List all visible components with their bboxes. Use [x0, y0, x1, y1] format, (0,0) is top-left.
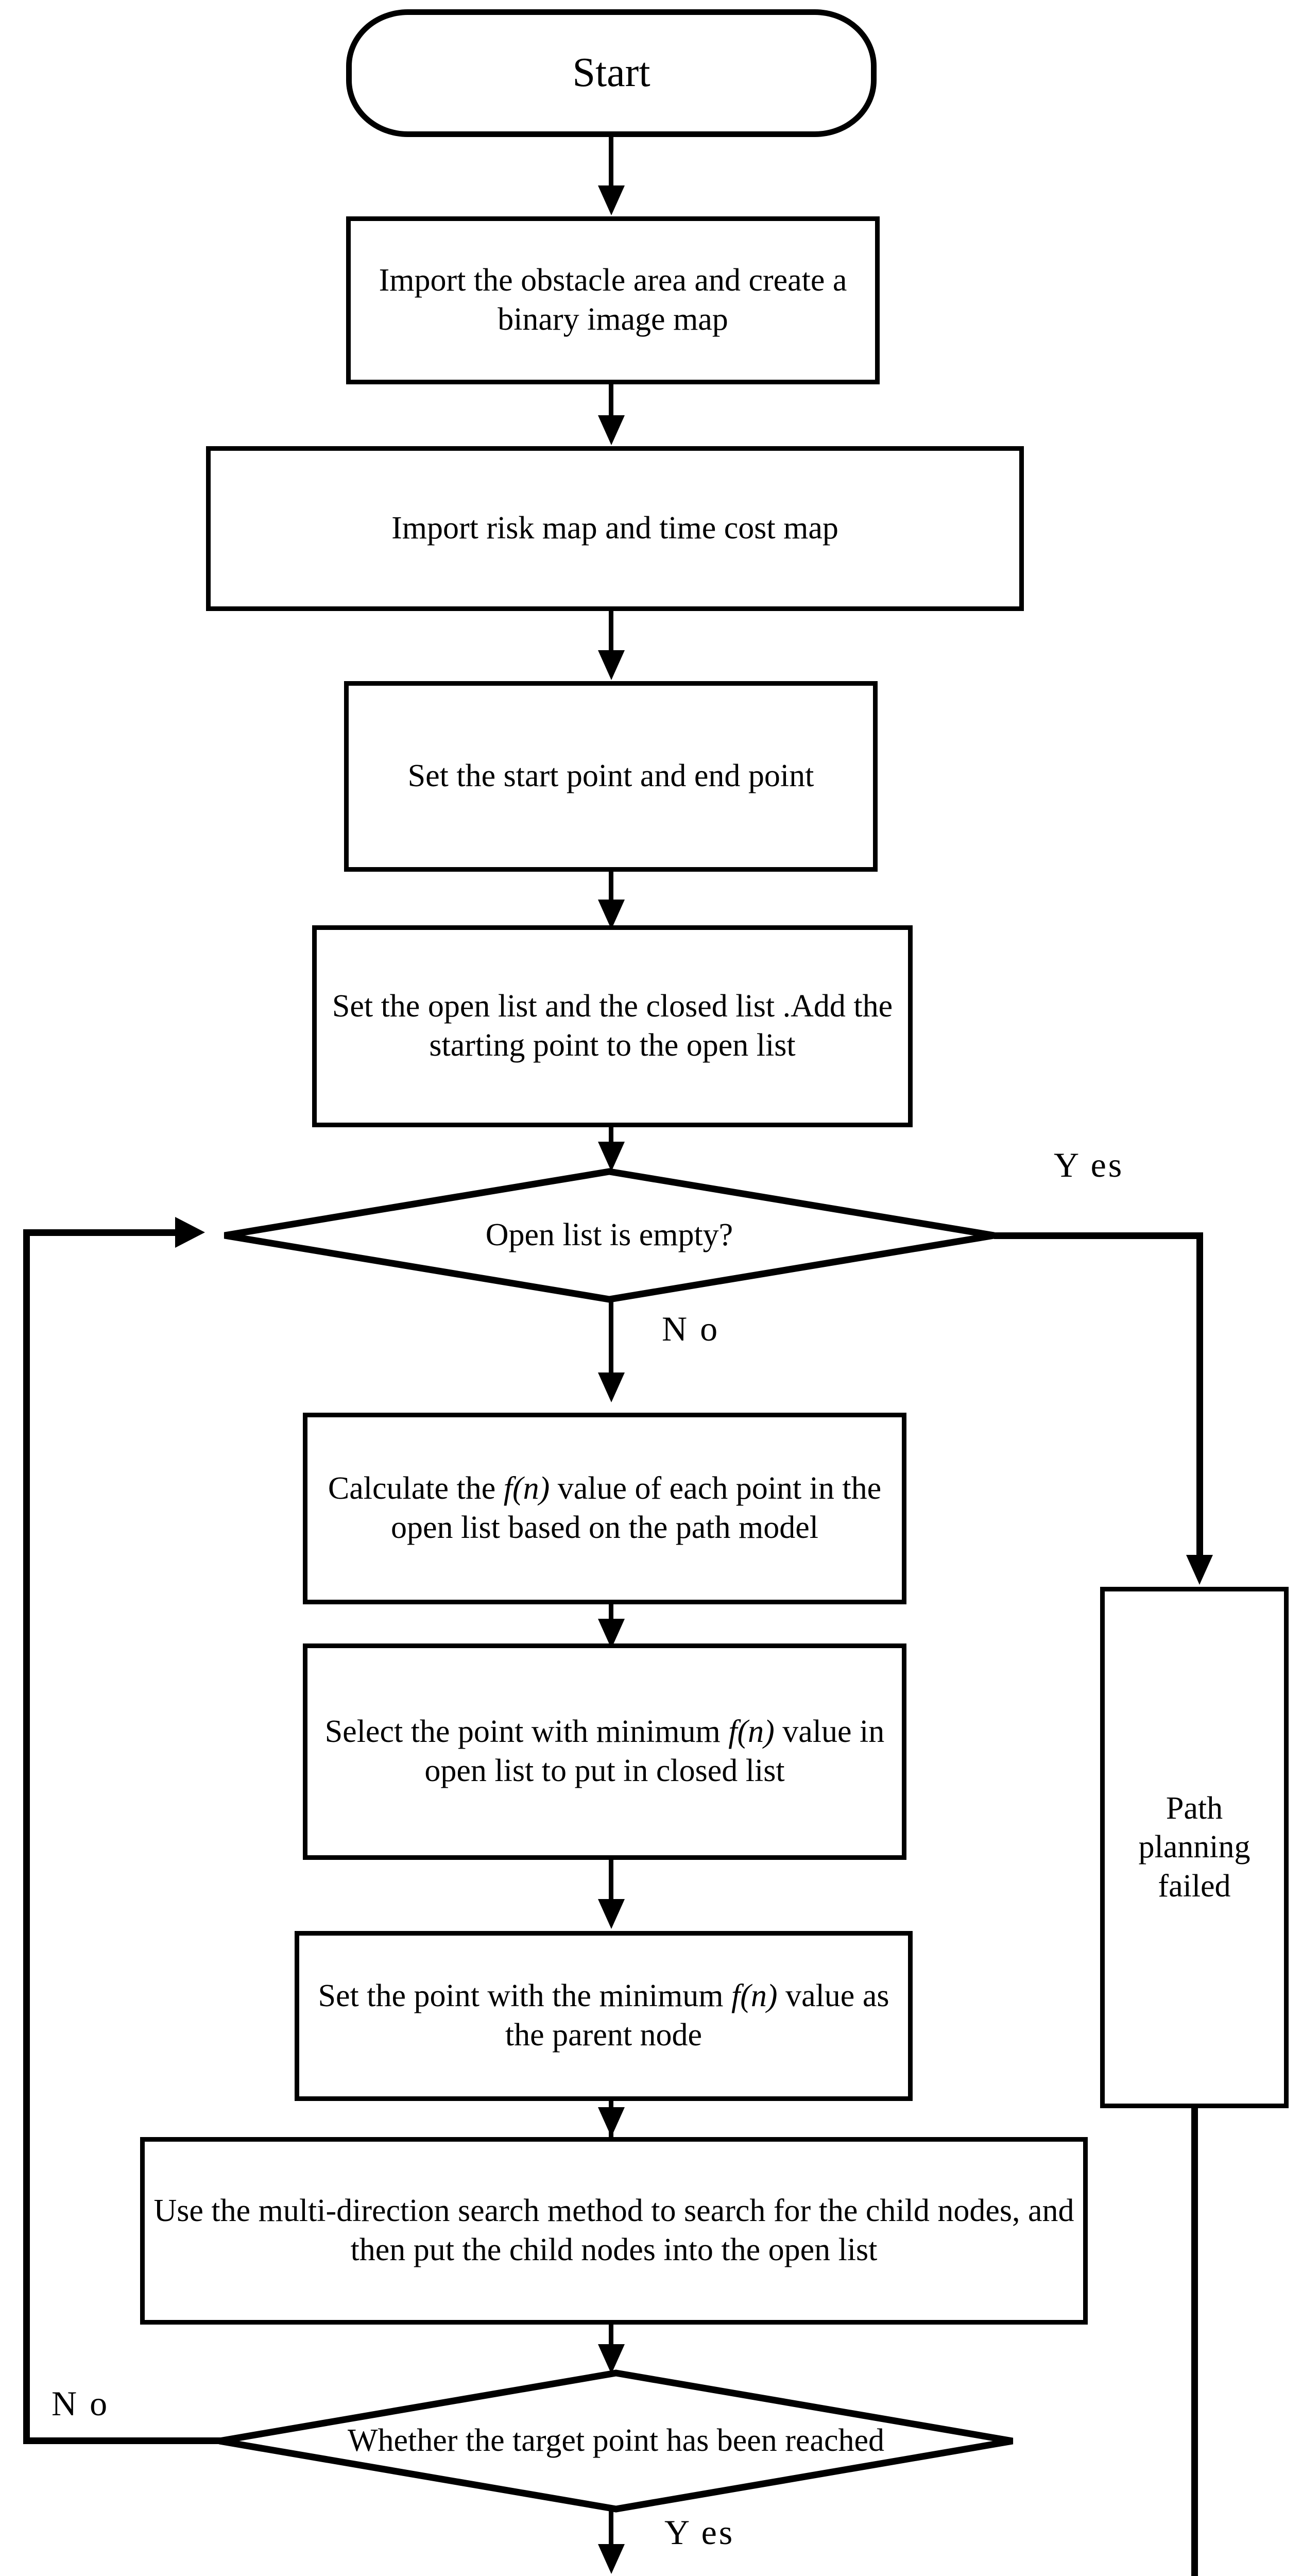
arrowhead-down-4 [598, 900, 625, 929]
node-multi-direction-search-label: Use the multi-direction search method to… [153, 2193, 1074, 2267]
node-calculate-fn: Calculate the f(n) value of each point i… [303, 1413, 906, 1604]
node-import-obstacle: Import the obstacle area and create a bi… [346, 216, 880, 384]
edge-label-open-empty-no: N o [662, 1309, 720, 1348]
node-import-maps: Import risk map and time cost map [206, 446, 1024, 611]
node-set-parent-node: Set the point with the minimum f(n) valu… [295, 1931, 913, 2101]
node-set-points-label: Set the start point and end point [407, 758, 814, 794]
edge-label-target-yes: Y es [664, 2513, 735, 2552]
node-set-parent-node-label-pre: Set the point with the minimum [318, 1978, 732, 2014]
node-select-min-fn-label: Select the point with minimum f(n) value… [307, 1713, 902, 1790]
node-multi-direction-search: Use the multi-direction search method to… [140, 2137, 1088, 2325]
arrowhead-down-8 [598, 1899, 625, 1929]
node-select-min-fn-label-pre: Select the point with minimum [324, 1714, 729, 1750]
edge-open-empty-no-vertical [609, 1299, 613, 1377]
node-set-parent-node-label-math: f(n) [731, 1978, 778, 2014]
node-path-planning-failed-label: Path planning failed [1138, 1790, 1250, 1904]
target-reached-diamond-shape [218, 2369, 1014, 2513]
edge-set-points-to-set-lists [609, 872, 613, 903]
edge-label-open-empty-yes: Y es [1054, 1145, 1124, 1184]
arrowhead-down-5 [598, 1142, 625, 1172]
node-select-min-fn-label-post: value in open list to put in closed list [424, 1714, 885, 1788]
node-calculate-fn-label-math: f(n) [503, 1471, 550, 1506]
node-path-planning-failed: Path planning failed [1100, 1587, 1289, 2108]
arrowhead-right-to-open-empty [175, 1217, 205, 1248]
arrowhead-down-3 [598, 650, 625, 680]
node-set-parent-node-label: Set the point with the minimum f(n) valu… [299, 1977, 908, 2055]
node-import-maps-label: Import risk map and time cost map [391, 511, 838, 546]
node-start-label: Start [572, 50, 650, 96]
node-open-empty: Open list is empty? [221, 1168, 997, 1303]
node-calculate-fn-label-post: value of each point in the open list bas… [391, 1471, 882, 1545]
node-start: Start [346, 9, 877, 137]
edge-target-no-vertical-long [23, 1229, 30, 2441]
node-set-lists: Set the open list and the closed list .A… [312, 925, 913, 1127]
edge-import-maps-to-set-points [609, 611, 613, 652]
edge-label-target-no: N o [52, 2384, 110, 2423]
edge-open-empty-yes-vertical [1196, 1232, 1203, 1558]
node-set-parent-node-label-post: value as the parent node [505, 1978, 889, 2053]
edge-set-lists-to-open-empty [609, 1127, 613, 1148]
edge-open-empty-yes-horizontal [994, 1232, 1203, 1239]
node-target-reached: Whether the target point has been reache… [216, 2369, 1016, 2513]
arrowhead-down-9 [598, 2107, 625, 2137]
arrowhead-down-10 [598, 2344, 625, 2374]
node-select-min-fn-label-math: f(n) [728, 1714, 775, 1750]
edge-select-min-to-set-parent [609, 1860, 613, 1901]
edge-target-no-horizontal-top [23, 1229, 180, 1236]
arrowhead-down-1 [598, 185, 625, 215]
arrowhead-down-2 [598, 415, 625, 445]
arrowhead-down-11 [598, 2544, 625, 2574]
edge-calculate-fn-to-select-min [609, 1604, 613, 1625]
node-set-points: Set the start point and end point [344, 681, 878, 872]
node-import-obstacle-label: Import the obstacle area and create a bi… [379, 263, 847, 337]
edge-target-no-horizontal-bottom [23, 2437, 224, 2444]
edge-start-to-import-obstacle [609, 137, 613, 189]
arrowhead-down-to-failed [1186, 1555, 1213, 1585]
edge-target-yes-vertical [609, 2509, 613, 2555]
node-set-lists-label: Set the open list and the closed list .A… [332, 989, 893, 1063]
node-target-reached-label: Whether the target point has been reache… [347, 2423, 885, 2459]
arrowhead-down-6 [598, 1372, 625, 1402]
node-open-empty-label: Open list is empty? [485, 1217, 733, 1253]
edge-import-obstacle-to-import-maps [609, 384, 613, 417]
edge-multi-search-to-target-reached [609, 2325, 613, 2361]
edge-failed-to-end-vertical [1191, 2108, 1198, 2576]
node-calculate-fn-label-pre: Calculate the [328, 1471, 504, 1506]
node-calculate-fn-label: Calculate the f(n) value of each point i… [307, 1469, 902, 1547]
node-select-min-fn: Select the point with minimum f(n) value… [303, 1643, 906, 1860]
